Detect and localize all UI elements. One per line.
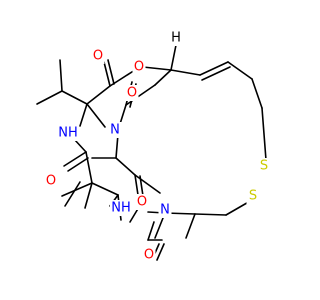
bond xyxy=(119,104,127,125)
atom-label-n-lower: N xyxy=(160,203,170,218)
bond xyxy=(59,59,63,92)
atom-label-background xyxy=(91,48,105,64)
bond xyxy=(170,44,177,71)
bond xyxy=(36,90,63,105)
bond xyxy=(251,78,263,109)
atom-label-background xyxy=(246,188,260,204)
bond xyxy=(154,69,172,86)
atom-label-nh-left: NH xyxy=(58,126,78,141)
bond xyxy=(109,69,136,87)
bond xyxy=(103,61,111,87)
bond xyxy=(79,103,88,127)
bond xyxy=(134,174,161,194)
atom-label-o-bottom: O xyxy=(144,248,154,263)
bond xyxy=(147,221,155,241)
bond xyxy=(194,213,227,216)
atom-label-background xyxy=(135,194,149,210)
atom-label-background xyxy=(142,247,156,263)
bond xyxy=(185,213,196,239)
bond xyxy=(156,243,165,261)
bond xyxy=(170,69,201,76)
bond xyxy=(61,182,93,197)
atom-label-background xyxy=(110,200,132,216)
atom-label-background xyxy=(108,122,122,138)
atom-label-o-left-mid: O xyxy=(46,174,56,189)
atom-label-o-ring: O xyxy=(134,60,144,75)
atom-label-background xyxy=(57,125,79,141)
bond xyxy=(199,61,229,76)
bond xyxy=(86,85,111,105)
bond xyxy=(61,90,88,105)
bond xyxy=(115,157,136,176)
bond xyxy=(142,66,172,71)
atom-label-background xyxy=(158,202,172,218)
bond xyxy=(84,182,93,209)
bond xyxy=(86,103,106,128)
atom-label-o-ester-carbonyl: O xyxy=(93,49,103,64)
atom-label-background xyxy=(125,85,139,101)
atom-label-h-top: H xyxy=(171,31,181,46)
atom-label-o-amide-mid: O xyxy=(137,195,147,210)
bond xyxy=(63,151,87,167)
bond xyxy=(201,66,231,81)
bond xyxy=(67,157,89,172)
atom-label-o-amide-right: O xyxy=(127,86,137,101)
atom-label-s-lower: S xyxy=(249,189,257,204)
atom-label-n-center: N xyxy=(110,123,120,138)
bond xyxy=(73,138,87,153)
bond xyxy=(261,107,267,161)
bond xyxy=(227,61,253,80)
bond xyxy=(134,174,139,196)
bond xyxy=(85,151,93,184)
bond xyxy=(91,182,119,196)
atom-label-nh-lower: NH xyxy=(111,201,131,216)
atom-label-s-upper: S xyxy=(260,159,268,174)
bond xyxy=(107,59,115,85)
bond xyxy=(64,181,81,207)
atom-label-background xyxy=(169,30,183,46)
atom-label-background xyxy=(44,173,58,189)
atom-label-background xyxy=(257,158,271,174)
bond-layer xyxy=(36,44,267,261)
atom-label-background xyxy=(132,59,146,75)
